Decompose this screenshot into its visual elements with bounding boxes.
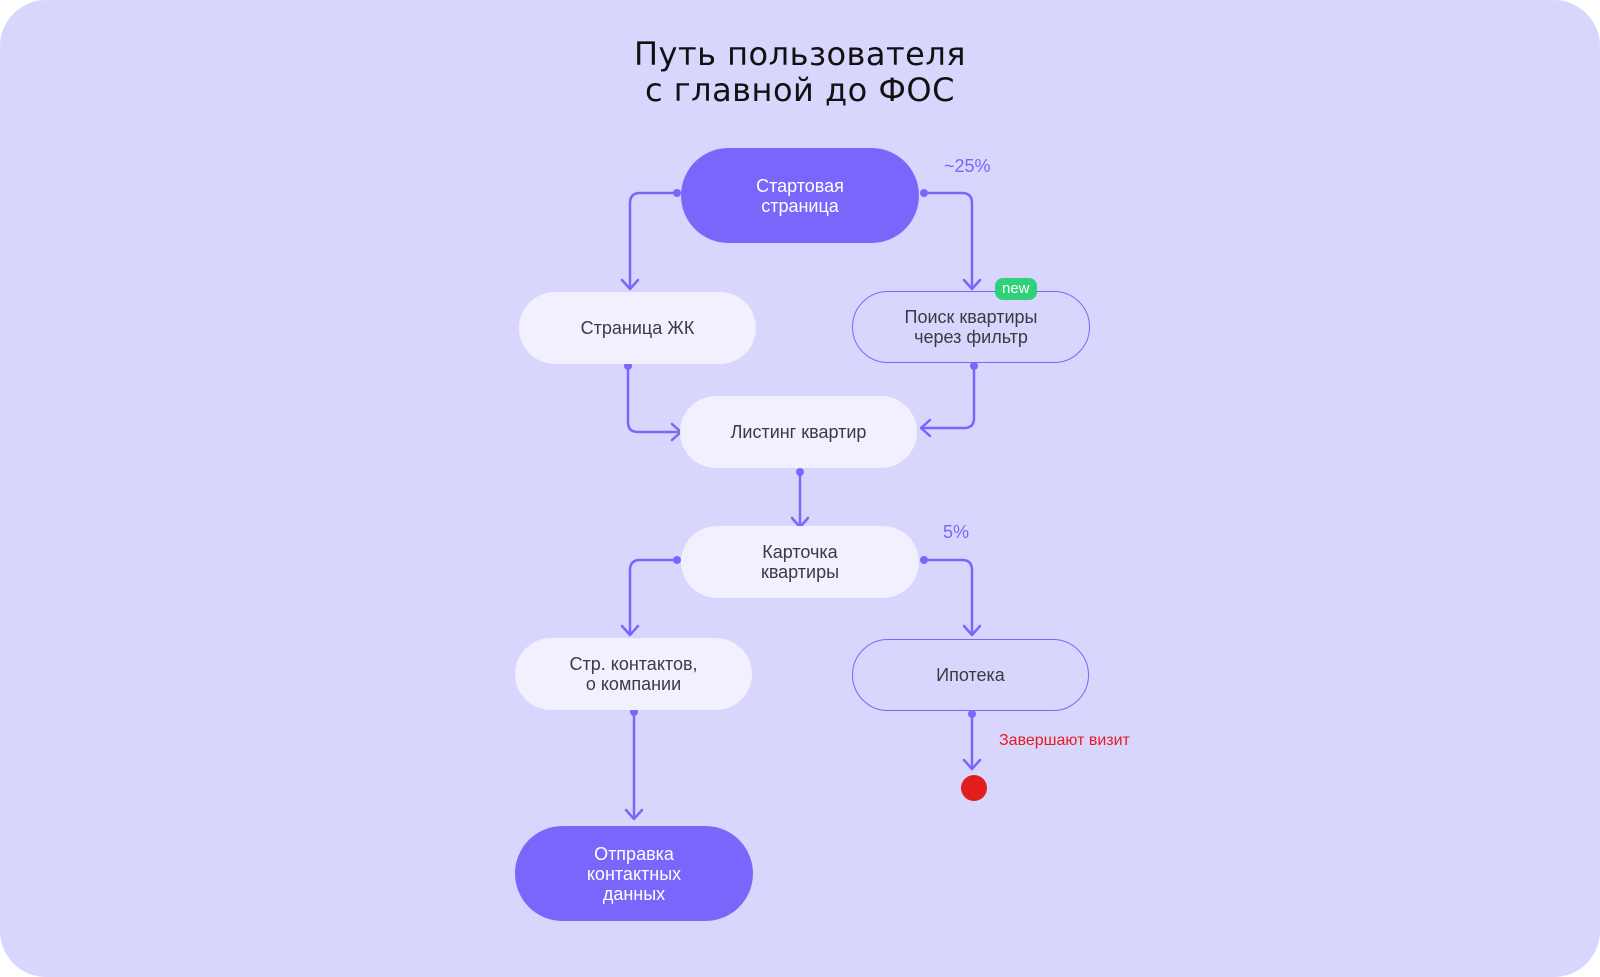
node-zhk-page: Страница ЖК: [519, 292, 756, 364]
node-start-page: Стартовая страница: [681, 148, 919, 243]
link-zhk-listing: [626, 364, 682, 434]
card-share-label: 5%: [943, 522, 970, 542]
link-card-contacts: [628, 558, 679, 636]
link-start-zhk: [628, 191, 679, 290]
arrow-head: [919, 418, 932, 438]
link-filter-listing: [920, 364, 976, 430]
node-filter-search: Поиск квартиры через фильтр: [852, 291, 1090, 363]
start-share-label: ~25%: [944, 156, 991, 176]
new-badge: new: [995, 278, 1037, 300]
link-start-filter: [922, 191, 974, 290]
arrow-head: [620, 624, 640, 637]
node-mortgage: Ипотека: [852, 639, 1089, 711]
exit-label: Завершают визит: [999, 732, 1130, 749]
arrow-head: [624, 808, 644, 821]
arrow-head: [620, 278, 640, 291]
diagram-title: Путь пользователя с главной до ФОС: [633, 35, 967, 109]
arrow-head: [962, 758, 982, 771]
exit-dot: [961, 775, 987, 801]
node-listing: Листинг квартир: [680, 396, 917, 468]
link-card-mortgage: [922, 558, 974, 636]
node-contacts-page: Стр. контактов, о компании: [515, 638, 752, 710]
node-submit-contacts: Отправка контактных данных: [515, 826, 753, 921]
arrow-head: [962, 278, 982, 291]
node-apartment-card: Карточка квартиры: [681, 526, 919, 598]
arrow-head: [962, 624, 982, 637]
